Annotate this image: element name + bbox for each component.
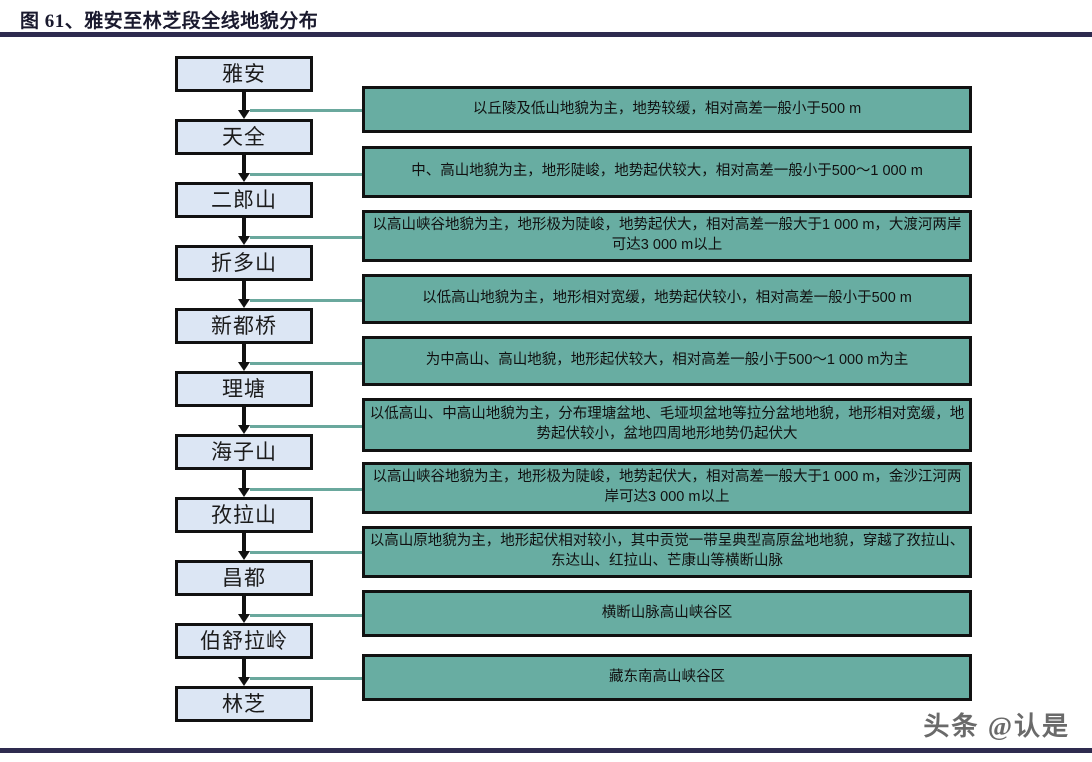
- flow-node-linzhi[interactable]: 林芝: [175, 686, 313, 722]
- segment-description-tianquan-erlangshan: 中、高山地貌为主，地形陡峻，地势起伏较大，相对高差一般小于500～1 000 m: [362, 146, 972, 198]
- segment-description-yaan-tianquan: 以丘陵及低山地貌为主，地势较缓，相对高差一般小于500 m: [362, 86, 972, 133]
- flow-arrow-8: [238, 533, 250, 560]
- header-divider: [0, 32, 1092, 37]
- flow-node-haizishan[interactable]: 海子山: [175, 434, 313, 470]
- watermark: 头条 @认是: [923, 712, 1070, 741]
- flow-node-tianquan[interactable]: 天全: [175, 119, 313, 155]
- leader-line-4: [250, 299, 362, 302]
- leader-line-10: [250, 677, 362, 680]
- flow-node-erlangshan[interactable]: 二郎山: [175, 182, 313, 218]
- page-title: 图 61、雅安至林芝段全线地貌分布: [20, 11, 319, 32]
- flow-node-yaan[interactable]: 雅安: [175, 56, 313, 92]
- leader-line-3: [250, 236, 362, 239]
- leader-line-8: [250, 551, 362, 554]
- segment-description-zheduoshan-xinduqiao: 以低高山地貌为主，地形相对宽缓，地势起伏较小，相对高差一般小于500 m: [362, 274, 972, 324]
- flow-node-changdu[interactable]: 昌都: [175, 560, 313, 596]
- flow-node-litang[interactable]: 理塘: [175, 371, 313, 407]
- leader-line-9: [250, 614, 362, 617]
- flow-arrow-3: [238, 218, 250, 245]
- flow-node-zilashan[interactable]: 孜拉山: [175, 497, 313, 533]
- leader-line-2: [250, 173, 362, 176]
- flow-node-boshulaling[interactable]: 伯舒拉岭: [175, 623, 313, 659]
- flow-arrow-5: [238, 344, 250, 371]
- flow-arrow-7: [238, 470, 250, 497]
- leader-line-1: [250, 109, 362, 112]
- flow-arrow-2: [238, 155, 250, 182]
- flow-node-zheduoshan[interactable]: 折多山: [175, 245, 313, 281]
- flow-arrow-6: [238, 407, 250, 434]
- flow-node-xinduqiao[interactable]: 新都桥: [175, 308, 313, 344]
- segment-description-haizishan-zilashan: 以高山峡谷地貌为主，地形极为陡峻，地势起伏大，相对高差一般大于1 000 m，金…: [362, 462, 972, 514]
- segment-description-xinduqiao-litang: 为中高山、高山地貌，地形起伏较大，相对高差一般小于500～1 000 m为主: [362, 336, 972, 386]
- flow-arrow-9: [238, 596, 250, 623]
- leader-line-7: [250, 488, 362, 491]
- flow-arrow-4: [238, 281, 250, 308]
- leader-line-5: [250, 362, 362, 365]
- flow-arrow-10: [238, 659, 250, 686]
- segment-description-zilashan-changdu: 以高山原地貌为主，地形起伏相对较小，其中贡觉一带呈典型高原盆地地貌，穿越了孜拉山…: [362, 526, 972, 578]
- segment-description-boshulaling-linzhi: 藏东南高山峡谷区: [362, 654, 972, 701]
- flow-arrow-1: [238, 92, 250, 119]
- segment-description-erlangshan-zheduoshan: 以高山峡谷地貌为主，地形极为陡峻，地势起伏大，相对高差一般大于1 000 m，大…: [362, 210, 972, 262]
- segment-description-litang-haizishan: 以低高山、中高山地貌为主，分布理塘盆地、毛垭坝盆地等拉分盆地地貌，地形相对宽缓，…: [362, 398, 972, 452]
- geomorphology-flow-diagram: 雅安 天全 二郎山 折多山 新都桥 理塘 海子山 孜拉山 昌都 伯舒拉岭 林芝 …: [0, 40, 1092, 740]
- leader-line-6: [250, 425, 362, 428]
- segment-description-changdu-boshulaling: 横断山脉高山峡谷区: [362, 590, 972, 637]
- footer-divider: [0, 748, 1092, 753]
